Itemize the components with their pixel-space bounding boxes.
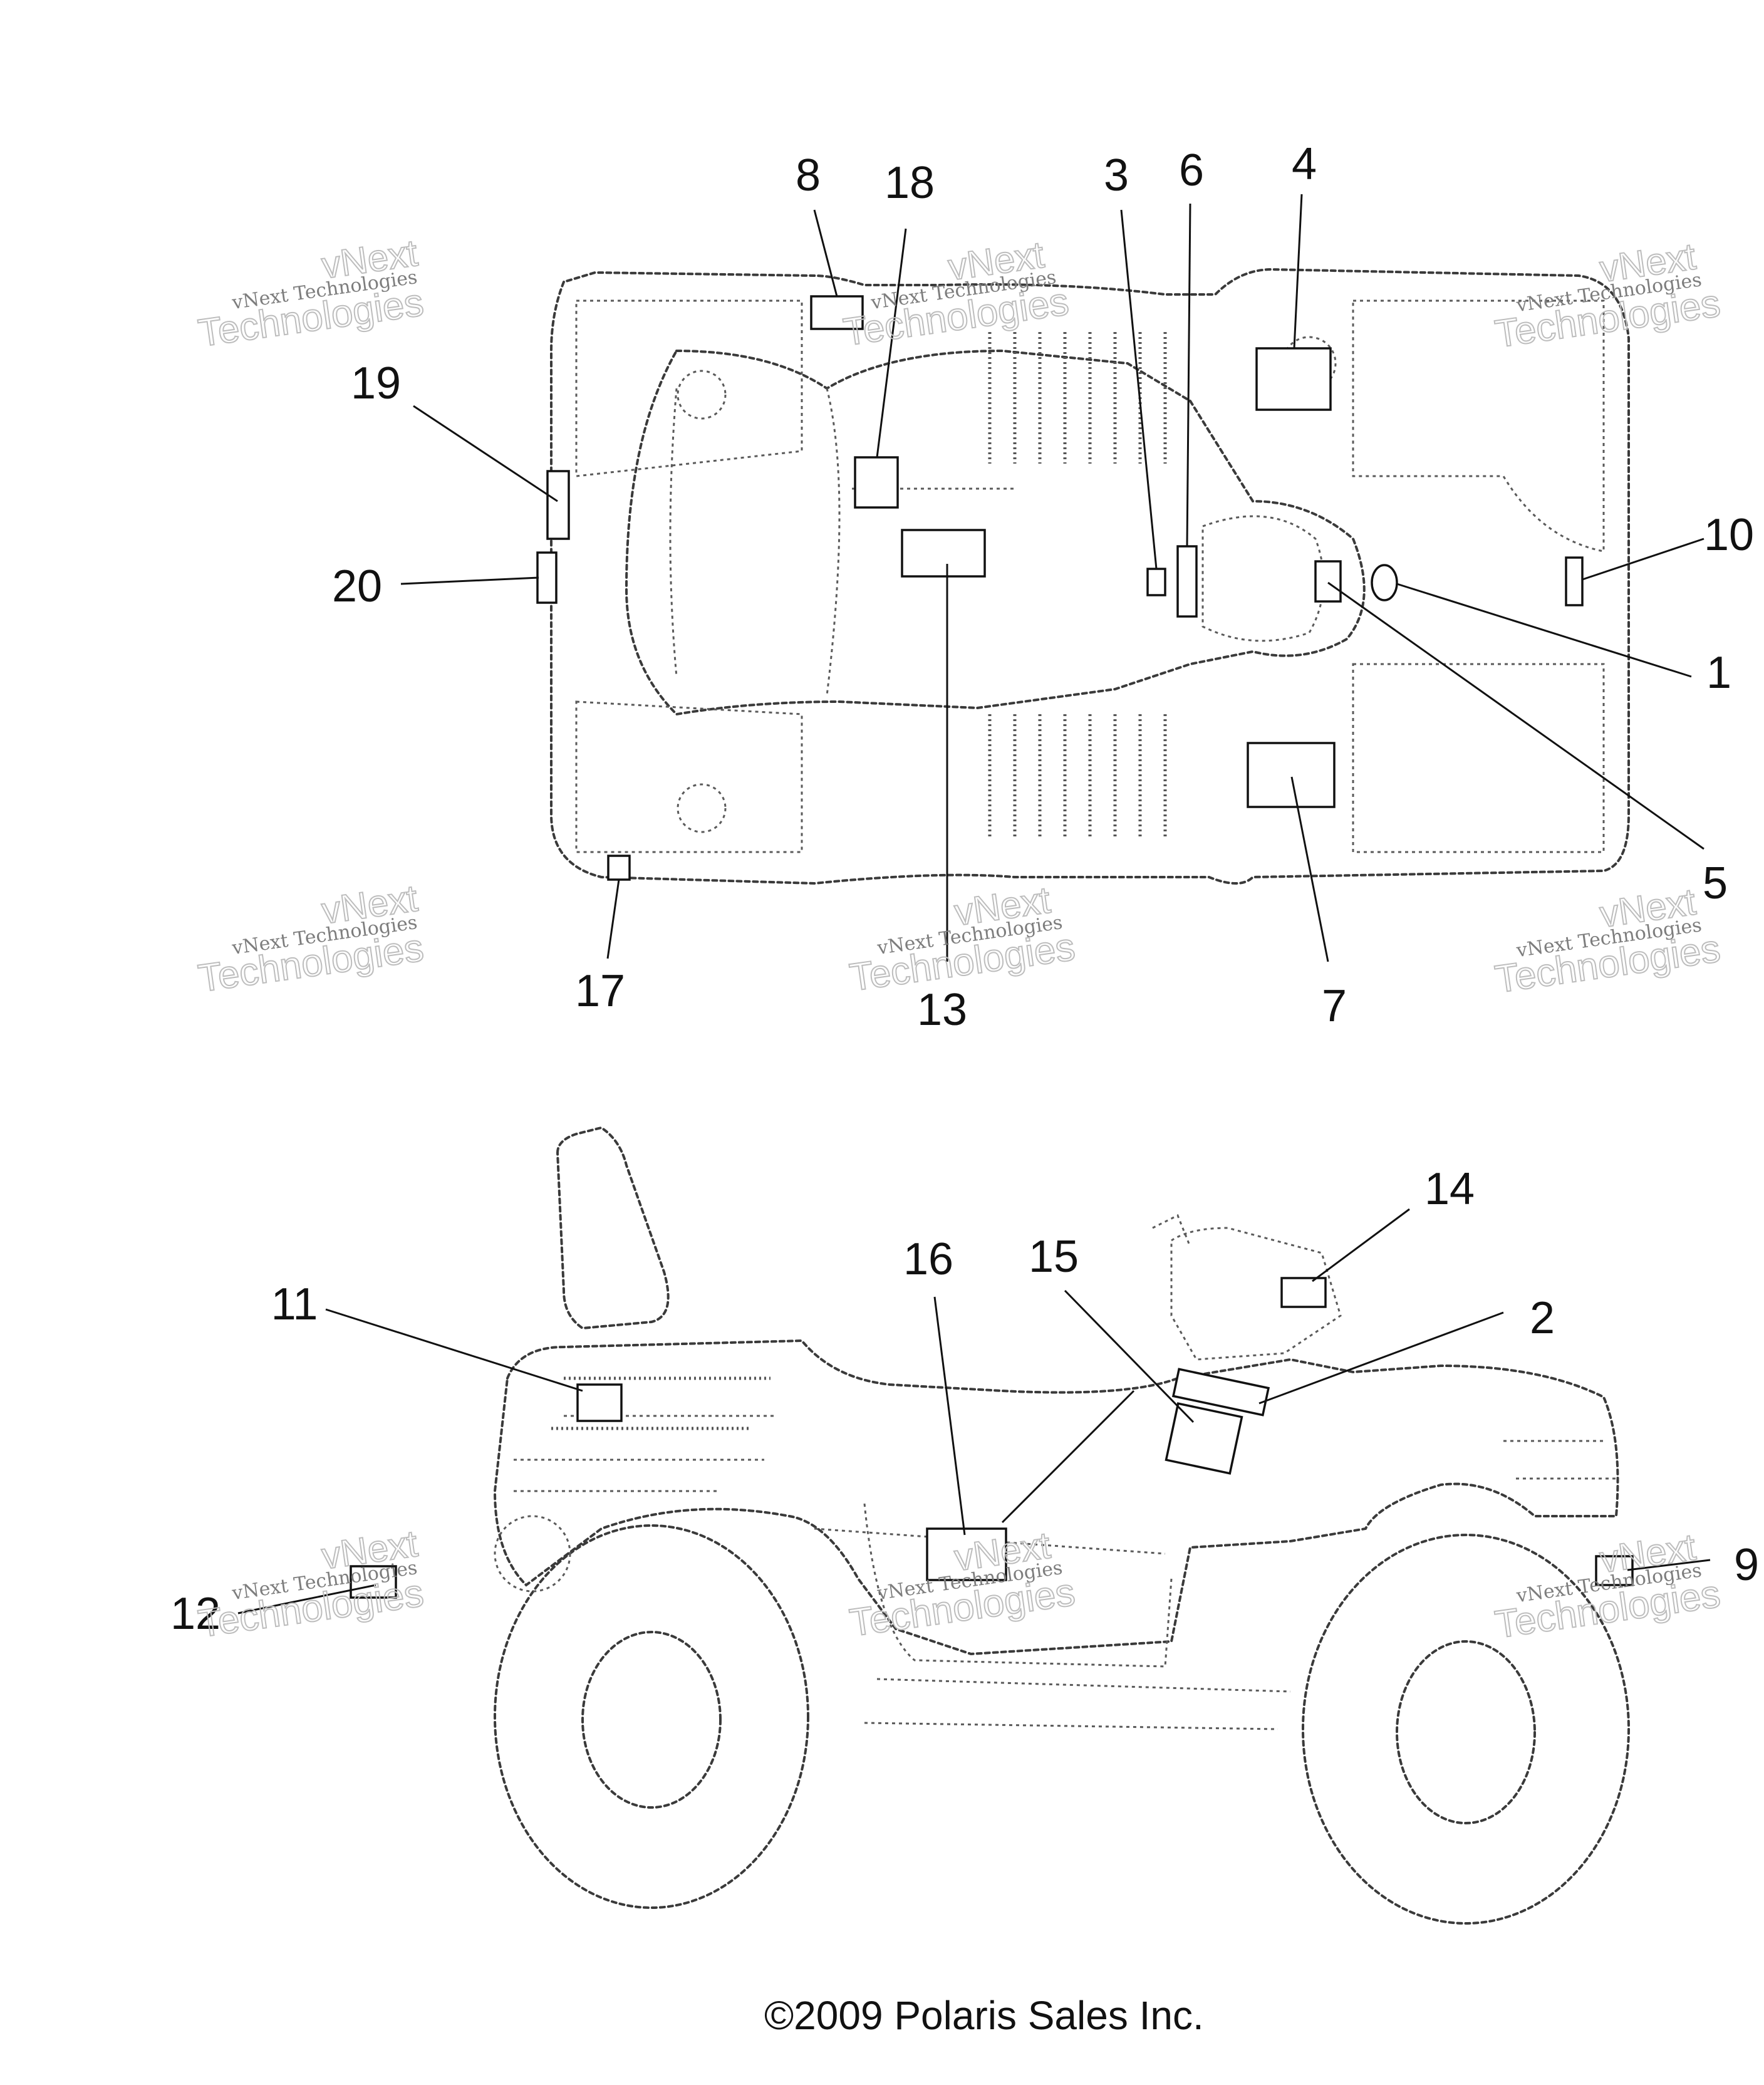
copyright-notice: ©2009 Polaris Sales Inc.: [764, 1993, 1204, 2038]
callout-6: 6: [1179, 145, 1204, 195]
atv-top-view: [400, 194, 1704, 962]
decal-18: [854, 456, 899, 509]
callout-2: 2: [1530, 1293, 1555, 1343]
leader-7: [1290, 776, 1329, 962]
decal-11: [576, 1383, 623, 1422]
decal-15: [1165, 1402, 1243, 1475]
callout-8: 8: [796, 150, 821, 200]
leader-9: [1627, 1559, 1711, 1571]
callout-1: 1: [1706, 648, 1731, 698]
callout-10: 10: [1704, 510, 1754, 560]
leader-11: [325, 1308, 583, 1392]
decal-20: [536, 551, 558, 604]
decal-17: [607, 855, 631, 881]
leader-12: [237, 1584, 376, 1614]
leader-20: [400, 576, 539, 585]
leader-16: [933, 1296, 966, 1536]
callout-4: 4: [1292, 139, 1317, 189]
watermark-bottom-right: vNext vNext Technologies Technologies: [1492, 1525, 1723, 1647]
leader-shaft: [1001, 1390, 1135, 1524]
leader-1: [1396, 583, 1692, 678]
watermark-top-middle: vNext vNext Technologies Technologies: [840, 233, 1072, 355]
decal-3: [1146, 568, 1166, 596]
leader-6: [1186, 203, 1191, 547]
watermark-bottom-left: vNext vNext Technologies Technologies: [195, 1522, 427, 1646]
callout-16: 16: [903, 1234, 953, 1284]
watermark-top-right: vNext vNext Technologies Technologies: [1492, 234, 1723, 356]
decal-12: [350, 1565, 397, 1599]
decal-1: [1371, 564, 1398, 601]
callout-3: 3: [1104, 150, 1129, 200]
callout-13: 13: [917, 985, 967, 1035]
callout-9: 9: [1734, 1540, 1759, 1590]
watermark-mid-left: vNext vNext Technologies Technologies: [195, 876, 427, 1001]
watermark-mid-middle: vNext vNext Technologies Technologies: [846, 878, 1078, 1001]
watermark-mid-right: vNext vNext Technologies Technologies: [1492, 880, 1723, 1002]
callout-7: 7: [1322, 981, 1347, 1031]
callout-11: 11: [271, 1279, 318, 1329]
callout-18: 18: [885, 158, 935, 208]
callout-labels: 8 18 3 6 4 19 20 10 1 5 17 13 7 14 16 15…: [170, 139, 1759, 1639]
leader-19: [413, 405, 558, 502]
leader-15: [1064, 1289, 1195, 1423]
decal-16: [926, 1527, 1007, 1581]
decal-7: [1247, 742, 1336, 808]
decal-19: [546, 470, 570, 540]
leader-3: [1120, 209, 1158, 569]
leader-4: [1293, 194, 1303, 349]
callout-19: 19: [351, 358, 401, 408]
callout-15: 15: [1029, 1232, 1079, 1282]
callout-12: 12: [170, 1589, 220, 1639]
watermark-top-left: vNext vNext Technologies Technologies: [195, 231, 427, 356]
decal-14: [1280, 1277, 1327, 1308]
callout-14: 14: [1424, 1164, 1475, 1214]
watermark-bottom-middle: vNext vNext Technologies Technologies: [846, 1524, 1078, 1646]
decal-9: [1595, 1555, 1634, 1586]
leader-17: [606, 879, 620, 959]
leader-10: [1582, 538, 1704, 581]
decal-5: [1314, 560, 1342, 603]
leader-8: [813, 209, 838, 297]
leader-18: [876, 228, 907, 458]
atv-side-view: [237, 1126, 1711, 1925]
callout-5: 5: [1703, 858, 1728, 908]
leader-5: [1327, 581, 1704, 850]
callout-20: 20: [332, 561, 382, 611]
callout-17: 17: [575, 966, 625, 1016]
decal-6: [1176, 545, 1198, 618]
leader-14: [1312, 1208, 1410, 1282]
leader-2: [1258, 1311, 1504, 1405]
decal-4: [1255, 347, 1332, 411]
decal-10: [1565, 556, 1584, 606]
decal-13: [901, 529, 986, 578]
